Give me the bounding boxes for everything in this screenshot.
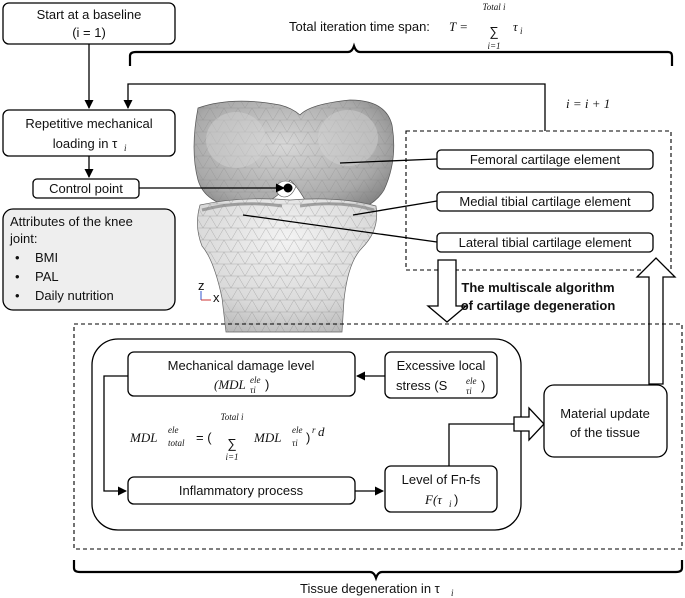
iteration-span-T: T = [449,19,468,34]
attribute-item: Daily nutrition [35,288,114,303]
femoral-element-label: Femoral cartilage element [470,152,621,167]
sum-symbol-icon: ∑ [227,436,236,451]
material-update-box [543,384,668,458]
bullet-icon: • [15,269,20,284]
algorithm-line2: of cartilage degeneration [461,298,616,313]
fnfs-box [384,465,498,513]
stress-close: ) [481,378,485,393]
inflammatory-label: Inflammatory process [179,483,304,498]
stress-sub: τi [466,386,472,396]
formula-term: MDL [253,430,281,445]
bullet-icon: • [15,250,20,265]
total-damage-formula: MDL ele total = ( Total i ∑ i=1 MDL ele … [129,412,325,462]
attributes-title1: Attributes of the knee [10,214,133,229]
control-point-dot [283,183,293,193]
knee-mesh-model: z x [193,99,395,333]
formula-close: ) [306,430,310,445]
attributes-box [2,208,176,311]
damage-box [127,351,356,397]
leader-medial [352,200,438,216]
formula-lhs-sub: total [168,438,185,448]
elements-dashed-box [405,130,672,271]
degeneration-sub: i [451,588,454,598]
fnfs-line1: Level of Fn-fs [402,472,481,487]
formula-eq: = ( [196,430,212,445]
femoral-element-box [436,149,654,170]
arrow-feedback-loop [123,83,546,131]
axis-x-label: x [213,290,220,305]
formula-lhs: MDL [129,430,157,445]
start-line1: Start at a baseline [37,7,142,22]
down-arrow-icon [426,259,468,323]
arrow-damage-to-inflammatory [103,375,128,496]
degeneration-label: Tissue degeneration in τ [300,581,441,596]
fnfs-close: ) [454,492,458,507]
attribute-item: PAL [35,269,59,284]
damage-line1: Mechanical damage level [168,358,315,373]
iteration-term-sub: i [520,26,523,36]
right-arrow-icon [513,406,545,442]
start-line2: (i = 1) [72,25,106,40]
lateral-element-box [436,232,654,253]
formula-term-sup: ele [292,425,303,435]
damage-close: ) [265,377,269,392]
algorithm-line1: The multiscale algorithm [461,280,614,295]
damage-line2-pre: (MDL [214,377,246,392]
increment-label: i = i + 1 [566,96,610,111]
stress-box [384,351,498,399]
fnfs-line2: F(τ [424,492,443,507]
medial-element-box [436,191,654,212]
formula-exp-sub: d [318,424,325,439]
iteration-sum-top: Total i [483,2,506,12]
lateral-element-label: Lateral tibial cartilage element [459,235,632,250]
loading-line1: Repetitive mechanical [25,116,152,131]
iteration-term: τ [513,19,519,34]
material-line2: of the tissue [570,425,640,440]
damage-sup: ele [250,375,261,385]
iteration-sum-bottom: i=1 [487,41,500,51]
leader-femoral [339,158,438,164]
degeneration-dashed-box [73,323,683,550]
connector-fnfs-to-material [448,423,514,466]
fnfs-sub: i [449,499,452,509]
loading-sub: i [124,143,127,153]
stress-sup: ele [466,376,477,386]
formula-sum-bottom: i=1 [225,452,238,462]
loading-line2: loading in τ [53,136,118,151]
control-point-label: Control point [49,181,123,196]
formula-exp: r [312,425,316,435]
up-arrow-icon [635,257,677,385]
leader-lateral [242,214,438,243]
material-line1: Material update [560,406,650,421]
attribute-item: BMI [35,250,58,265]
axis-z-label: z [198,278,205,293]
iteration-brace [128,42,674,66]
sum-symbol-icon: ∑ [489,24,498,39]
stress-line2-pre: stress (S [396,378,448,393]
medial-element-label: Medial tibial cartilage element [459,194,631,209]
formula-sum-top: Total i [221,412,244,422]
formula-lhs-sup: ele [168,425,179,435]
bullet-icon: • [15,288,20,303]
attributes-title2: joint: [9,231,37,246]
degeneration-brace [72,560,684,582]
stress-line1: Excessive local [397,358,486,373]
damage-sub: τi [250,385,256,395]
iteration-span-label: Total iteration time span: [289,19,430,34]
formula-term-sub: τi [292,438,298,448]
